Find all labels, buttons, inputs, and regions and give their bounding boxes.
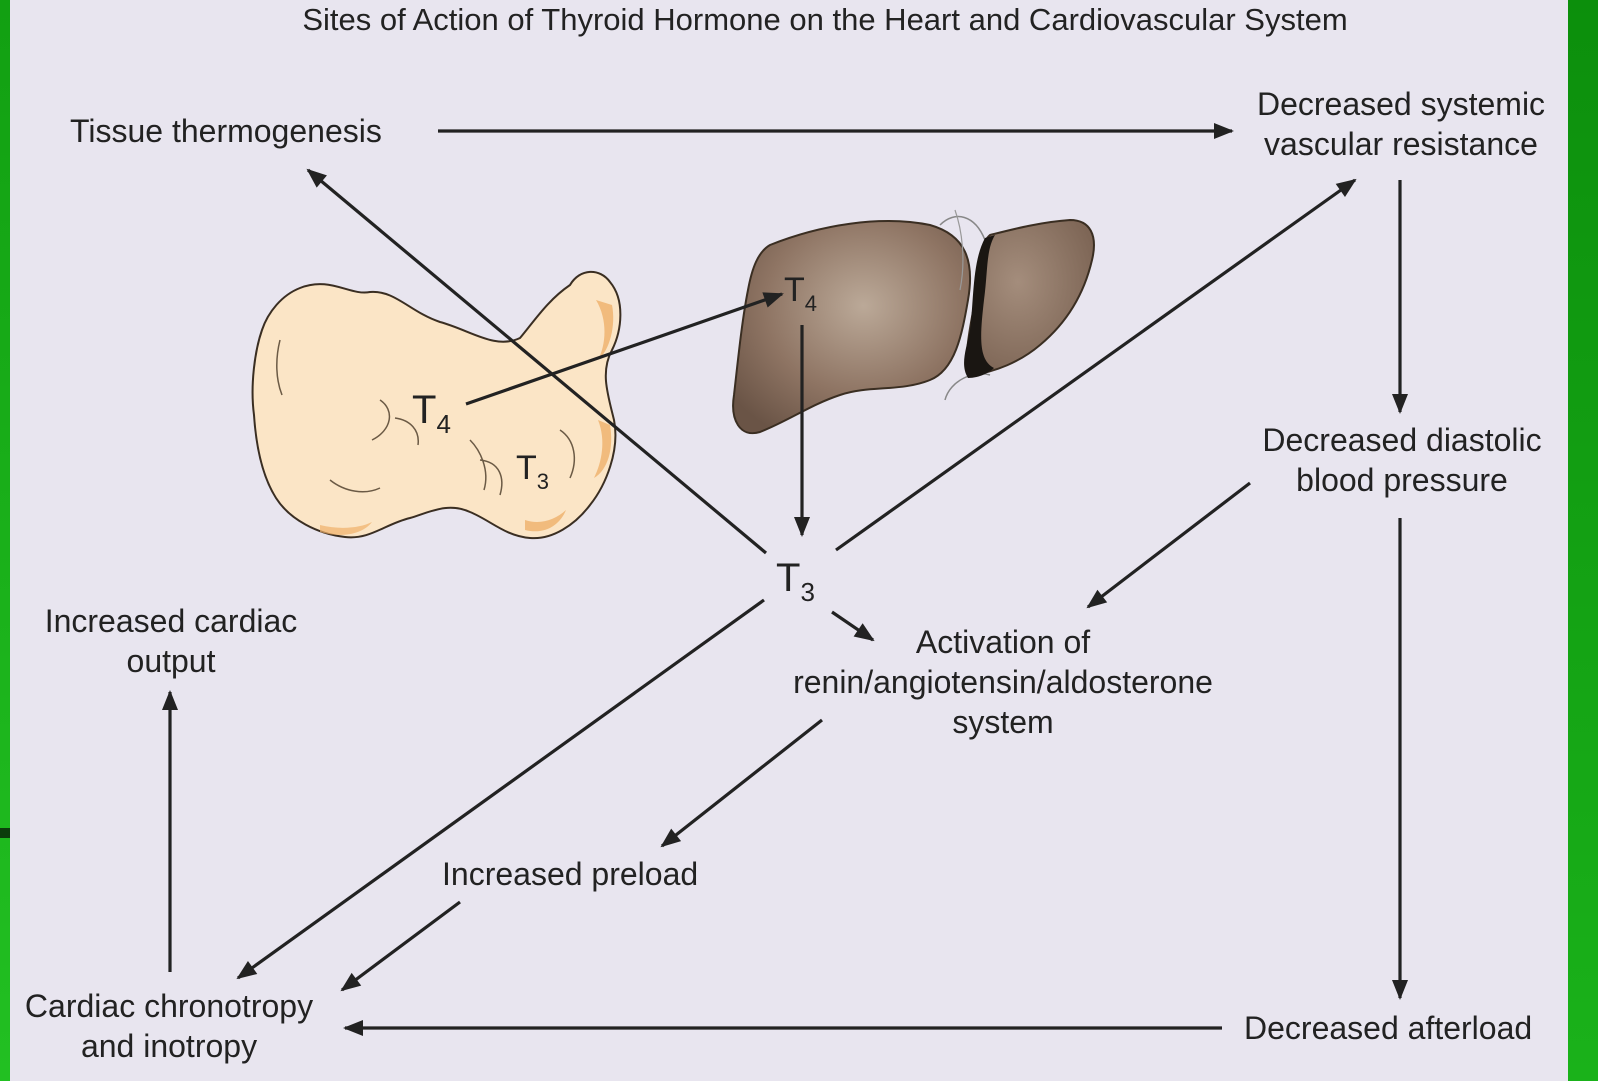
label-increased-preload: Increased preload <box>442 854 698 894</box>
label-chronotropy-line1: Cardiac chronotropy <box>4 986 334 1026</box>
label-decreased-dbp-line2: blood pressure <box>1242 460 1562 500</box>
label-raas-line2: renin/angiotensin/aldosterone <box>758 662 1248 702</box>
label-decreased-dbp-line1: Decreased diastolic <box>1242 420 1562 460</box>
label-tissue-thermogenesis: Tissue thermogenesis <box>70 111 382 151</box>
label-decreased-dbp: Decreased diastolic blood pressure <box>1242 420 1562 500</box>
arrow-dbp-to-raas <box>1088 483 1250 607</box>
thyroid-t4-symbol: T4 <box>412 390 451 444</box>
label-decreased-svr-line1: Decreased systemic <box>1236 84 1566 124</box>
label-increased-cardiac-output: Increased cardiac output <box>20 601 322 681</box>
t4-subscript: 4 <box>436 409 450 439</box>
t-letter: T <box>784 271 805 309</box>
liver-t4-symbol: T4 <box>784 270 817 324</box>
t-letter: T <box>516 449 537 487</box>
label-raas-line1: Activation of <box>758 622 1248 662</box>
t-letter: T <box>412 388 436 432</box>
t-letter: T <box>776 556 800 600</box>
label-decreased-svr: Decreased systemic vascular resistance <box>1236 84 1566 164</box>
diagram-title: Sites of Action of Thyroid Hormone on th… <box>0 2 1598 38</box>
label-cardiac-chronotropy: Cardiac chronotropy and inotropy <box>4 986 334 1066</box>
t3-subscript: 3 <box>800 577 814 607</box>
t4-subscript: 4 <box>805 291 817 316</box>
label-chronotropy-line2: and inotropy <box>4 1026 334 1066</box>
label-decreased-svr-line2: vascular resistance <box>1236 124 1566 164</box>
label-output-line1: Increased cardiac <box>20 601 322 641</box>
label-raas-activation: Activation of renin/angiotensin/aldoster… <box>758 622 1248 742</box>
label-output-line2: output <box>20 641 322 681</box>
label-raas-line3: system <box>758 702 1248 742</box>
central-t3-symbol: T3 <box>776 558 815 612</box>
arrow-preload-to-chronotropy <box>342 902 460 990</box>
t3-subscript: 3 <box>537 469 549 494</box>
thyroid-t3-symbol: T3 <box>516 448 549 502</box>
label-decreased-afterload: Decreased afterload <box>1244 1008 1532 1048</box>
